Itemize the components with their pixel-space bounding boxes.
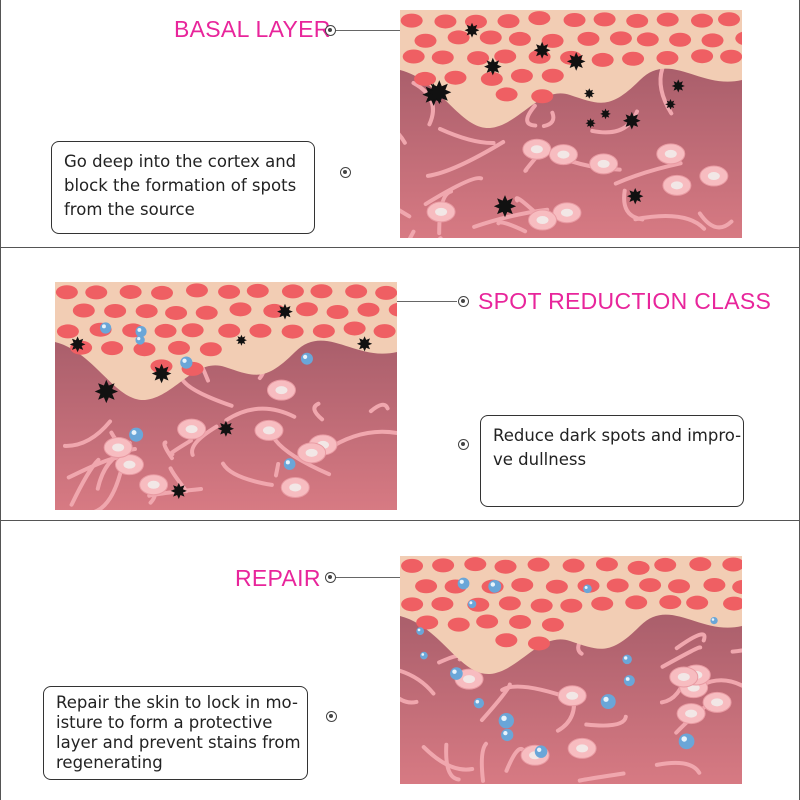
skin-cross-section-repair-icon	[400, 556, 742, 784]
panel-title: BASAL LAYER	[174, 16, 331, 42]
callout-line: block the formation of spots	[64, 176, 297, 195]
callout-line: Go deep into the cortex and	[64, 152, 297, 171]
leader-dot-icon	[326, 711, 337, 722]
panel-title: REPAIR	[235, 565, 321, 591]
leader-line	[336, 577, 400, 578]
callout-line: ve dullness	[493, 450, 587, 469]
callout-line: Repair the skin to lock in mo-	[56, 693, 298, 712]
leader-dot-icon	[325, 25, 336, 36]
skin-illustration	[55, 282, 397, 510]
callout-line: Reduce dark spots and impro-	[493, 426, 742, 445]
skin-illustration	[400, 10, 742, 238]
callout-box: Repair the skin to lock in mo- isture to…	[43, 686, 308, 780]
panel-divider	[0, 520, 800, 521]
callout-line: from the source	[64, 200, 195, 219]
leader-dot-icon	[340, 167, 351, 178]
skin-illustration	[400, 556, 742, 784]
leader-line	[397, 301, 457, 302]
leader-dot-icon	[325, 572, 336, 583]
leader-dot-icon	[458, 439, 469, 450]
callout-line: isture to form a protective	[56, 713, 273, 732]
panel-title: SPOT REDUCTION CLASS	[478, 288, 772, 314]
callout-line: regenerating	[56, 753, 163, 772]
skin-cross-section-dark-spots-icon	[400, 10, 742, 238]
panel-divider	[0, 247, 800, 248]
callout-box: Go deep into the cortex and block the fo…	[51, 141, 315, 234]
leader-dot-icon	[458, 296, 469, 307]
skin-cross-section-reducing-spots-icon	[55, 282, 397, 510]
leader-line	[336, 30, 400, 31]
callout-line: layer and prevent stains from	[56, 733, 301, 752]
callout-box: Reduce dark spots and impro- ve dullness	[480, 415, 744, 507]
